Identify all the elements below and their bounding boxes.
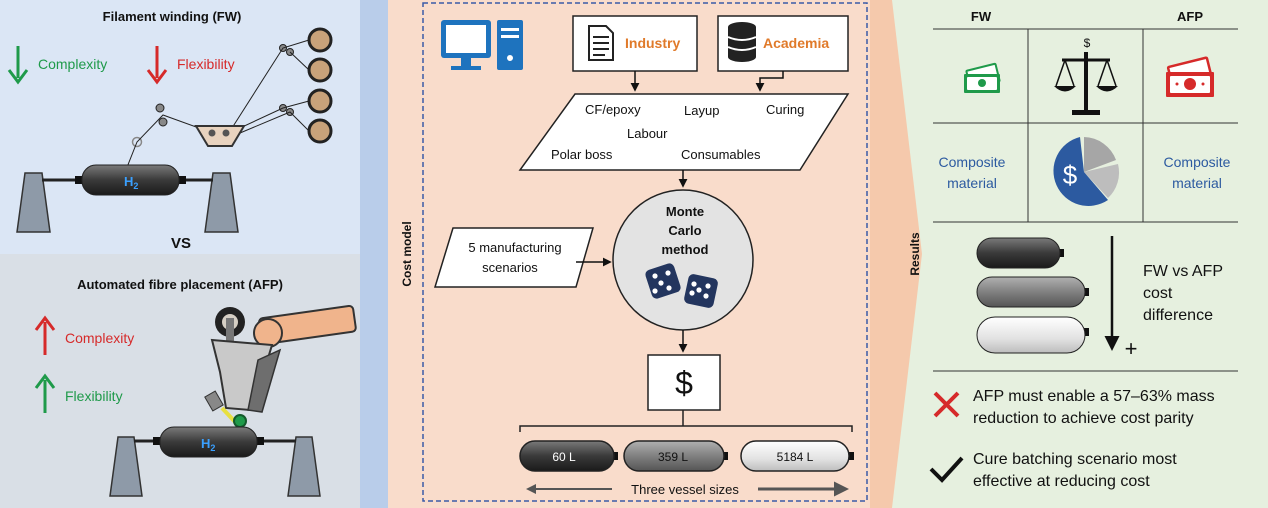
support-right <box>287 436 321 497</box>
cost-breakdown-pie-icon: $ <box>1053 137 1120 206</box>
plus-icon: + <box>1125 336 1138 361</box>
results-label: Results <box>908 232 922 276</box>
cash-icon-red <box>1166 56 1214 97</box>
afp-title: Automated fibre placement (AFP) <box>77 277 283 292</box>
afp-flexibility-label: Flexibility <box>65 388 123 404</box>
input-labour: Labour <box>627 126 668 141</box>
support-right <box>204 172 239 233</box>
diff-line1: FW vs AFP <box>1143 263 1223 280</box>
input-layup: Layup <box>684 103 719 118</box>
support-left <box>109 436 143 497</box>
scale-dollar: $ <box>1084 36 1091 50</box>
robot-joint <box>253 318 283 348</box>
composite-right-line2: material <box>1172 175 1222 191</box>
middle-chevron-right <box>885 0 922 508</box>
fw-title: Filament winding (FW) <box>103 9 242 24</box>
vs-label: VS <box>171 235 191 252</box>
fw-complexity-indicator: Complexity <box>7 46 107 85</box>
document-icon <box>588 25 614 61</box>
balance-scale-icon: $ <box>1054 36 1118 115</box>
cost-model-frame <box>422 2 868 502</box>
h2-label: H2 <box>124 174 138 191</box>
scenarios-line2: scenarios <box>482 260 538 275</box>
input-cf-epoxy: CF/epoxy <box>585 102 641 117</box>
fw-flexibility-label: Flexibility <box>177 56 235 72</box>
h2-label: H2 <box>201 436 215 453</box>
vessel-359l: 359 L <box>623 440 728 472</box>
database-icon <box>727 22 757 62</box>
resin-bath-icon <box>194 125 246 147</box>
industry-label: Industry <box>625 35 680 51</box>
cost-model-label: Cost model <box>400 221 414 286</box>
up-arrow-icon-head <box>34 315 56 331</box>
result1-line2: reduction to achieve cost parity <box>973 410 1194 427</box>
vessel-359l-label: 359 L <box>658 450 688 464</box>
vessel-5184l: 5184 L <box>740 440 854 472</box>
input-polar-boss: Polar boss <box>551 147 613 162</box>
composite-left-line2: material <box>947 175 997 191</box>
vessel-60l: 60 L <box>519 440 618 472</box>
vessel-sizes-bracket <box>519 425 853 432</box>
diff-line3: difference <box>1143 307 1213 324</box>
afp-header: AFP <box>1177 9 1203 24</box>
composite-right-line1: Composite <box>1164 154 1231 170</box>
diff-line2: cost <box>1143 285 1173 302</box>
monte-carlo-line2: Carlo <box>668 223 701 238</box>
scenarios-parallelogram <box>433 227 594 288</box>
fw-panel-bg <box>0 0 360 254</box>
up-arrow-icon-head <box>34 373 56 389</box>
computer-icon <box>441 20 523 70</box>
down-arrow-icon-head <box>146 69 168 85</box>
academia-label: Academia <box>763 35 829 51</box>
afp-complexity-label: Complexity <box>65 330 134 346</box>
input-curing: Curing <box>766 102 804 117</box>
vessel-stack <box>976 237 1089 354</box>
afp-flexibility-indicator: Flexibility <box>34 373 123 413</box>
fw-flexibility-indicator: Flexibility <box>146 46 235 85</box>
cost-inputs-parallelogram <box>518 93 850 171</box>
result2-line1: Cure batching scenario most <box>973 451 1177 468</box>
composite-left-line1: Composite <box>939 154 1006 170</box>
dice-icon <box>645 263 718 308</box>
cash-icon-green <box>964 62 1001 93</box>
vessel-sizes-caption: Three vessel sizes <box>631 482 739 497</box>
fw-complexity-label: Complexity <box>38 56 107 72</box>
result2-line2: effective at reducing cost <box>973 473 1150 490</box>
monte-carlo-line1: Monte <box>666 204 704 219</box>
cost-output-box <box>647 354 721 411</box>
flow-arrow <box>755 71 784 92</box>
support-left <box>16 172 51 233</box>
check-icon <box>929 456 964 483</box>
cross-icon <box>933 391 960 418</box>
dollar-icon: $ <box>675 365 693 401</box>
afp-h2-vessel <box>159 426 258 458</box>
afp-robot-illustration: H2 <box>109 304 357 497</box>
scenarios-line1: 5 manufacturing <box>468 240 561 255</box>
vessel-5184l-label: 5184 L <box>777 450 814 464</box>
afp-complexity-indicator: Complexity <box>34 315 134 355</box>
filament-winding-illustration: H2 <box>16 27 333 233</box>
monte-carlo-line3: method <box>662 242 709 257</box>
result1-line1: AFP must enable a 57–63% mass <box>973 388 1215 405</box>
fw-h2-vessel <box>81 164 180 196</box>
pie-dollar: $ <box>1063 160 1078 190</box>
down-arrow-icon-head <box>7 69 29 85</box>
vessel-60l-label: 60 L <box>552 450 576 464</box>
input-consumables: Consumables <box>681 147 761 162</box>
fw-header: FW <box>971 9 992 24</box>
